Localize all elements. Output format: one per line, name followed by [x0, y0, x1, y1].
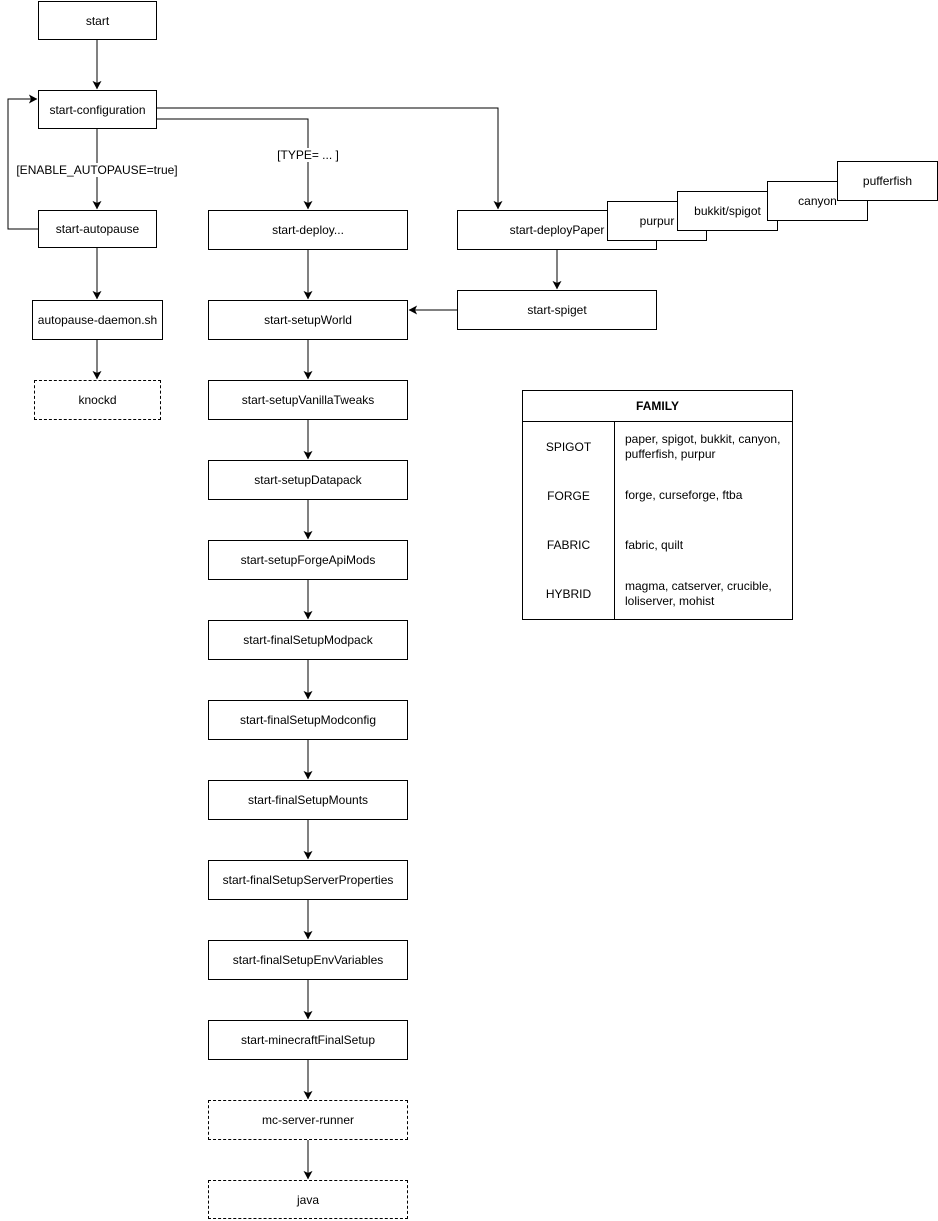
node-start-minecraftfinalsetup: start-minecraftFinalSetup	[208, 1020, 408, 1060]
table-row: FORGE forge, curseforge, ftba	[523, 471, 792, 521]
family-members: magma, catserver, crucible, loliserver, …	[614, 569, 792, 619]
node-start-setupforgeapimods: start-setupForgeApiMods	[208, 540, 408, 580]
node-canyon: canyon	[767, 181, 868, 221]
edge-label-enable-autopause: [ENABLE_AUTOPAUSE=true]	[14, 163, 180, 177]
node-start-finalsetupserverproperties: start-finalSetupServerProperties	[208, 860, 408, 900]
table-row: SPIGOT paper, spigot, bukkit, canyon, pu…	[523, 422, 792, 472]
table-row: HYBRID magma, catserver, crucible, lolis…	[523, 569, 792, 619]
family-table-body: SPIGOT paper, spigot, bukkit, canyon, pu…	[523, 422, 792, 619]
edge-label-type: [TYPE= ... ]	[275, 148, 341, 162]
node-start-deploy: start-deploy...	[208, 210, 408, 250]
family-name: FORGE	[547, 488, 590, 503]
family-name: SPIGOT	[545, 439, 592, 454]
family-name: HYBRID	[545, 587, 592, 602]
table-row: FABRIC fabric, quilt	[523, 520, 792, 570]
node-start: start	[38, 1, 157, 40]
node-start-finalsetupmodconfig: start-finalSetupModconfig	[208, 700, 408, 740]
node-java: java	[208, 1180, 408, 1219]
node-bukkit-spigot: bukkit/spigot	[677, 191, 778, 231]
node-start-autopause: start-autopause	[38, 210, 157, 248]
family-table-title: FAMILY	[523, 391, 792, 422]
node-autopause-daemon: autopause-daemon.sh	[32, 300, 163, 340]
node-mc-server-runner: mc-server-runner	[208, 1100, 408, 1140]
node-start-finalsetupenvvariables: start-finalSetupEnvVariables	[208, 940, 408, 980]
node-start-spiget: start-spiget	[457, 290, 657, 330]
family-members: fabric, quilt	[614, 520, 792, 570]
node-start-finalsetupmounts: start-finalSetupMounts	[208, 780, 408, 820]
family-members: paper, spigot, bukkit, canyon, pufferfis…	[614, 422, 792, 472]
node-start-setupworld: start-setupWorld	[208, 300, 408, 340]
family-members: forge, curseforge, ftba	[614, 471, 792, 521]
node-start-configuration: start-configuration	[38, 90, 157, 129]
node-start-finalsetupmodpack: start-finalSetupModpack	[208, 620, 408, 660]
family-table: FAMILY SPIGOT paper, spigot, bukkit, can…	[522, 390, 793, 620]
node-start-setupvanillatweaks: start-setupVanillaTweaks	[208, 380, 408, 420]
node-start-setupdatapack: start-setupDatapack	[208, 460, 408, 500]
node-pufferfish: pufferfish	[837, 161, 938, 201]
family-name: FABRIC	[546, 538, 591, 553]
node-knockd: knockd	[34, 380, 161, 420]
